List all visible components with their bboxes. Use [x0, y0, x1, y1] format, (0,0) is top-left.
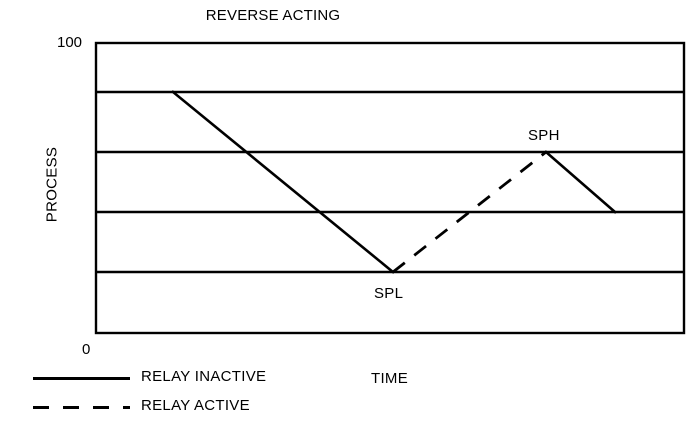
legend-line-solid-icon [33, 377, 130, 380]
chart-title: REVERSE ACTING [205, 7, 341, 24]
legend-line-dashed-icon [33, 406, 130, 409]
y-axis-tick-min: 0 [82, 341, 91, 358]
y-axis-tick-max: 100 [57, 34, 83, 51]
series-relay-inactive-falling [171, 90, 395, 274]
series-relay-inactive-falling-2 [544, 150, 617, 214]
legend-label-relay-inactive: RELAY INACTIVE [141, 368, 267, 385]
series-relay-active-rising [392, 150, 547, 274]
setpoint-low-label: SPL [374, 285, 404, 302]
x-axis-title: TIME [371, 370, 409, 387]
setpoint-high-label: SPH [528, 127, 560, 144]
y-axis-title: PROCESS [43, 146, 61, 223]
legend-label-relay-active: RELAY ACTIVE [141, 397, 250, 414]
